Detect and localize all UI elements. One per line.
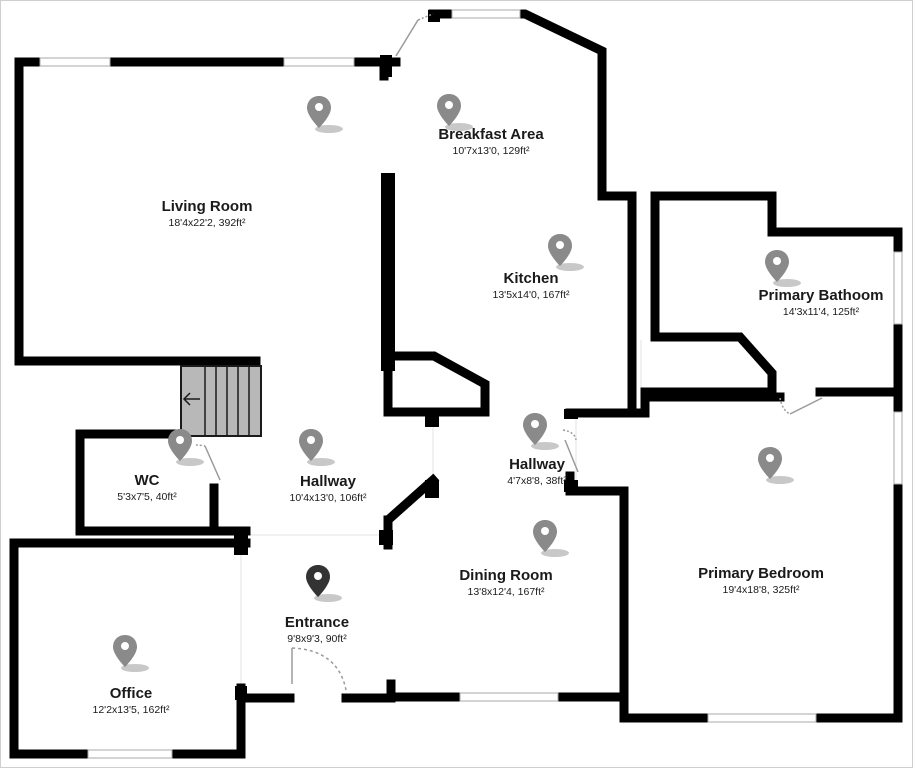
- room-label-primary-bedroom: Primary Bedroom 19'4x18'8, 325ft²: [698, 565, 824, 597]
- room-dimensions: 4'7x8'8, 38ft²: [507, 475, 567, 487]
- window-living-1: [39, 57, 111, 67]
- room-label-wc: WC 5'3x7'5, 40ft²: [117, 472, 176, 504]
- room-label-hallway-small: Hallway 4'7x8'8, 38ft²: [507, 456, 566, 488]
- window-dining: [459, 692, 559, 702]
- window-bedroom-east: [893, 411, 903, 485]
- room-dimensions: 5'3x7'5, 40ft²: [117, 491, 177, 503]
- room-name: WC: [134, 472, 160, 489]
- map-pin-icon[interactable]: [168, 429, 208, 471]
- room-name: Entrance: [284, 614, 350, 631]
- wall-island: [383, 351, 490, 417]
- door-breakfast: [395, 19, 419, 57]
- room-dimensions: 18'4x22'2, 392ft²: [168, 217, 246, 229]
- wall-posts: [234, 10, 578, 700]
- map-pin-icon[interactable]: [533, 520, 573, 562]
- room-dimensions: 19'4x18'8, 325ft²: [722, 584, 800, 596]
- room-label-dining-room: Dining Room 13'8x12'4, 167ft²: [459, 567, 552, 599]
- window-breakfast: [451, 9, 521, 19]
- stairs: [180, 365, 262, 437]
- room-dimensions: 9'8x9'3, 90ft²: [287, 633, 347, 645]
- wall-bathroom-inner: [640, 191, 777, 397]
- map-pin-icon[interactable]: [765, 250, 805, 292]
- room-label-living-room: Living Room 18'4x22'2, 392ft²: [162, 198, 253, 230]
- room-label-kitchen: Kitchen 13'5x14'0, 167ft²: [493, 270, 570, 302]
- room-dimensions: 14'3x11'4, 125ft²: [782, 306, 860, 318]
- wall-breakfast-north: [428, 9, 637, 418]
- room-dimensions: 13'8x12'4, 167ft²: [467, 586, 545, 598]
- wall-wc: [75, 429, 251, 536]
- wall-bedroom-outer: [565, 387, 903, 723]
- room-name: Kitchen: [503, 270, 559, 287]
- window-office: [87, 749, 173, 759]
- room-label-primary-bathroom: Primary Bathoom 14'3x11'4, 125ft²: [758, 287, 883, 319]
- room-dimensions: 12'2x13'5, 162ft²: [92, 704, 170, 716]
- windows: [39, 9, 903, 759]
- doors: [195, 13, 823, 691]
- map-pin-icon[interactable]: [113, 635, 153, 677]
- map-pin-icon[interactable]: [523, 413, 563, 455]
- room-name: Hallway: [300, 473, 356, 490]
- map-pin-icon[interactable]: [306, 565, 346, 607]
- room-name: Dining Room: [459, 567, 553, 584]
- door-hallway-small: [564, 439, 579, 473]
- door-wc: [204, 445, 221, 481]
- room-label-hallway-main: Hallway 10'4x13'0, 106ft²: [290, 473, 367, 505]
- room-name: Primary Bedroom: [698, 565, 824, 582]
- wall-bathroom: [650, 191, 903, 397]
- room-label-entrance: Entrance 9'8x9'3, 90ft²: [285, 614, 349, 646]
- room-separators: [240, 340, 642, 690]
- walls: [9, 9, 903, 759]
- room-name: Living Room: [161, 198, 253, 215]
- wall-office: [9, 538, 251, 759]
- room-dimensions: 13'5x14'0, 167ft²: [492, 289, 570, 301]
- map-pin-icon[interactable]: [437, 94, 477, 136]
- room-name: Office: [109, 685, 153, 702]
- door-bedroom: [789, 397, 823, 415]
- window-living-2: [283, 57, 355, 67]
- window-bedroom-south: [707, 713, 817, 723]
- room-dimensions: 10'7x13'0, 129ft²: [452, 145, 530, 157]
- map-pin-icon[interactable]: [548, 234, 588, 276]
- map-pin-icon[interactable]: [758, 447, 798, 489]
- room-dimensions: 10'4x13'0, 106ft²: [289, 492, 367, 504]
- room-name: Primary Bathoom: [758, 287, 884, 304]
- room-name: Hallway: [509, 456, 565, 473]
- map-pin-icon[interactable]: [307, 96, 347, 138]
- room-label-office: Office 12'2x13'5, 162ft²: [93, 685, 170, 717]
- map-pin-icon[interactable]: [299, 429, 339, 471]
- window-bathroom: [893, 251, 903, 325]
- arrow-left-icon: [182, 392, 200, 406]
